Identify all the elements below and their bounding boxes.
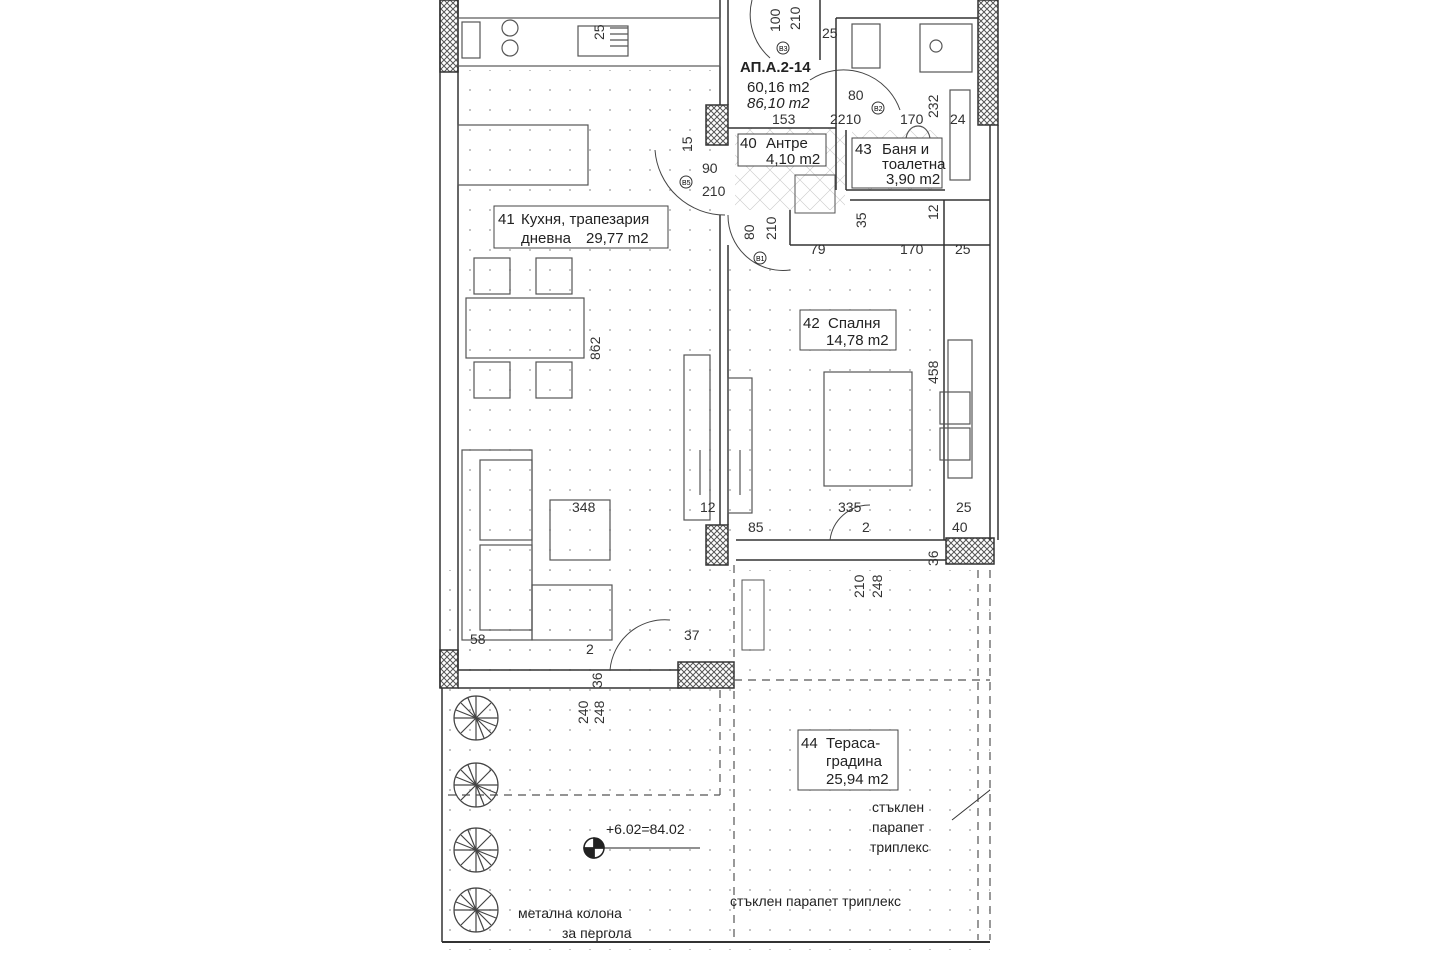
terrace-bench <box>741 579 765 651</box>
svg-text:B5: B5 <box>682 180 691 187</box>
dim-100: 100 <box>767 8 783 32</box>
bedroom-floor <box>724 260 944 540</box>
dim-210-t: 210 <box>851 574 867 598</box>
sofa <box>461 449 613 641</box>
dim-210-v: 210 <box>763 216 779 240</box>
note-column-1: метална колона <box>518 905 622 921</box>
dim-240: 240 <box>575 700 591 724</box>
dimension-labels: 25 80 153 2210 170 24 90 210 79 170 25 3… <box>470 25 972 657</box>
kitchen-counter <box>457 17 721 186</box>
dim-210-top: 210 <box>787 6 803 30</box>
svg-text:B3: B3 <box>779 46 788 53</box>
terrace-floor <box>442 570 990 950</box>
room-41-name: Кухня, трапезария <box>521 211 649 228</box>
note-column-2: за пергола <box>562 925 632 941</box>
apartment-area-net: 60,16 m2 <box>747 79 810 96</box>
room-43-num: 43 <box>855 141 872 158</box>
dim-210-b5: 210 <box>702 183 726 199</box>
dim-248-bot: 248 <box>591 700 607 724</box>
dim-15: 15 <box>679 136 695 152</box>
dim-79: 79 <box>810 241 826 257</box>
room-42-area: 14,78 m2 <box>826 332 889 349</box>
room-40-area: 4,10 m2 <box>766 151 820 168</box>
apartment-area-gross: 86,10 m2 <box>747 95 810 112</box>
wardrobe <box>683 354 753 521</box>
dim-232: 232 <box>925 94 941 118</box>
dim-25-top: 25 <box>822 25 838 41</box>
dining-table <box>465 257 585 399</box>
level-label: +6.02=84.02 <box>606 821 685 837</box>
svg-text:B1: B1 <box>756 256 765 263</box>
dim-2: 2 <box>862 519 870 535</box>
room-40-name: Антре <box>766 135 808 152</box>
room-43-name2: тоалетна <box>882 156 946 173</box>
door-tags: B3 B2 B5 B1 <box>679 41 885 265</box>
dim-2210: 2210 <box>830 111 861 127</box>
dim-36-bot: 36 <box>589 672 605 688</box>
room-44-num: 44 <box>801 735 818 752</box>
dim-12b: 12 <box>700 499 716 515</box>
note-glass-parapet-2: парапет <box>872 819 925 835</box>
dim-80-bath: 80 <box>848 87 864 103</box>
room-41-num: 41 <box>498 211 515 228</box>
dim-40: 40 <box>952 519 968 535</box>
door-swings <box>609 0 901 671</box>
note-glass-parapet-line: стъклен парапет триплекс <box>730 893 901 909</box>
room-42-num: 42 <box>803 315 820 332</box>
room-41-area: 29,77 m2 <box>586 230 649 247</box>
dim-153: 153 <box>772 111 796 127</box>
note-glass-parapet-3: триплекс <box>870 839 929 855</box>
dim-170-mid: 170 <box>900 241 924 257</box>
room-41-name2: дневна <box>521 230 572 247</box>
dim-36-r: 36 <box>925 550 941 566</box>
terrace-outline <box>448 565 991 940</box>
dim-862: 862 <box>587 336 603 360</box>
room-label-boxes <box>493 133 943 791</box>
level-marker-icon <box>583 837 700 859</box>
vertical-dimension-labels: 100 210 25 232 15 12 35 80 210 862 458 3… <box>575 6 941 724</box>
room-40-num: 40 <box>740 135 757 152</box>
dim-170-top: 170 <box>900 111 924 127</box>
dim-25-mid: 25 <box>955 241 971 257</box>
dim-248-t: 248 <box>869 574 885 598</box>
apartment-code: АП.А.2-14 <box>740 59 811 76</box>
room-44-name2: градина <box>826 753 883 770</box>
room-44-name: Тераса- <box>826 735 880 752</box>
dim-80-v: 80 <box>741 224 757 240</box>
room-42-name: Спалня <box>828 315 880 332</box>
dim-85: 85 <box>748 519 764 535</box>
note-glass-parapet-1: стъклен <box>872 799 924 815</box>
dim-335: 335 <box>838 499 862 515</box>
dim-25-k: 25 <box>591 24 607 40</box>
dim-24: 24 <box>950 111 966 127</box>
plant-icons <box>453 695 499 933</box>
entry-cabinet <box>794 174 836 214</box>
glass-parapet-leader <box>951 789 991 821</box>
dim-25-r: 25 <box>956 499 972 515</box>
dim-12: 12 <box>925 204 941 220</box>
room-43-area: 3,90 m2 <box>886 171 940 188</box>
svg-text:B2: B2 <box>874 106 883 113</box>
bed <box>823 339 973 487</box>
room-43-name: Баня и <box>882 141 929 158</box>
dim-458: 458 <box>925 360 941 384</box>
dim-90: 90 <box>702 160 718 176</box>
dim-58: 58 <box>470 631 486 647</box>
dim-37: 37 <box>684 627 700 643</box>
dim-2-bot: 2 <box>586 641 594 657</box>
dim-35: 35 <box>853 212 869 228</box>
dim-348: 348 <box>572 499 596 515</box>
room-44-area: 25,94 m2 <box>826 771 889 788</box>
